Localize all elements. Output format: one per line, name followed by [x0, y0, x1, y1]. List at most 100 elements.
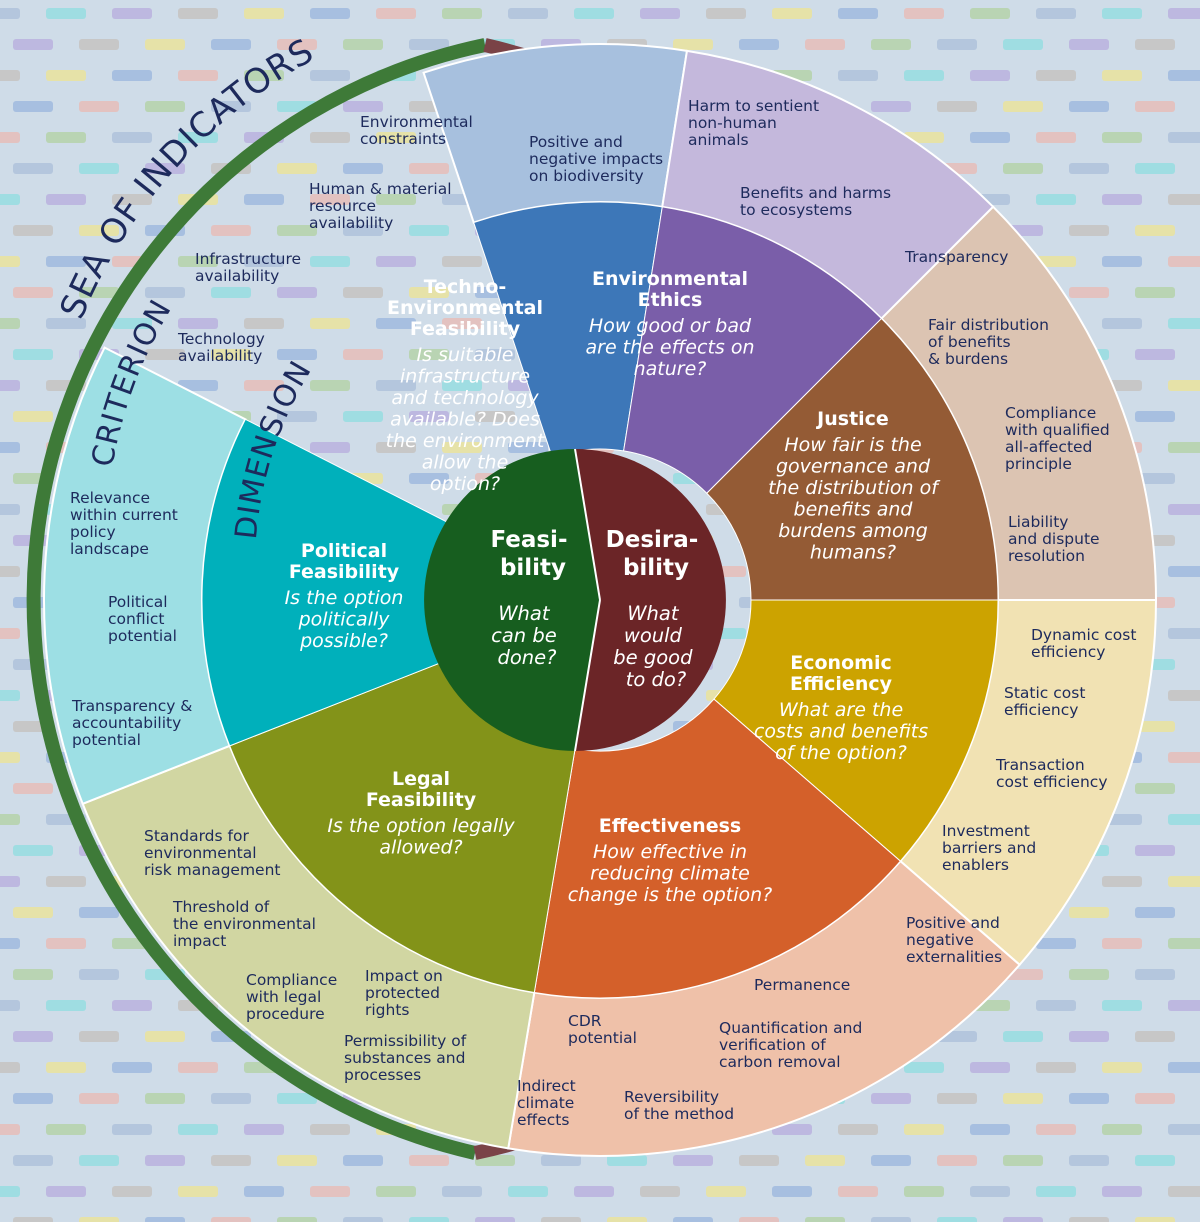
background-dash: [244, 1124, 284, 1135]
background-dash: [178, 70, 218, 81]
background-dash: [1036, 256, 1076, 267]
background-dash: [1168, 70, 1200, 81]
background-dash: [1135, 473, 1175, 484]
background-dash: [310, 442, 350, 453]
background-dash: [310, 380, 350, 391]
background-dash: [310, 70, 350, 81]
background-dash: [607, 1217, 647, 1222]
background-dash: [772, 1124, 812, 1135]
background-dash: [1069, 101, 1109, 112]
background-dash: [211, 1093, 251, 1104]
background-dash: [13, 225, 53, 236]
background-dash: [1003, 1031, 1043, 1042]
background-dash: [1003, 1093, 1043, 1104]
core-texts: Feasi- bility What can be done? Desira- …: [490, 527, 698, 691]
background-dash: [508, 8, 548, 19]
background-dash: [0, 256, 20, 267]
background-dash: [343, 1155, 383, 1166]
background-dash: [0, 194, 20, 205]
background-dash: [376, 256, 416, 267]
background-dash: [46, 1062, 86, 1073]
background-dash: [211, 287, 251, 298]
background-dash: [79, 39, 119, 50]
background-dash: [1069, 225, 1109, 236]
background-dash: [475, 1217, 515, 1222]
background-dash: [871, 1155, 911, 1166]
background-dash: [904, 1062, 944, 1073]
background-dash: [838, 8, 878, 19]
background-dash: [1168, 380, 1200, 391]
desirability-question: What would be good to do?: [613, 602, 698, 691]
background-dash: [1135, 225, 1175, 236]
background-dash: [145, 349, 185, 360]
criterion-label-justice: Transparency: [904, 248, 1008, 266]
background-dash: [541, 1217, 581, 1222]
background-dash: [739, 39, 779, 50]
background-dash: [13, 1155, 53, 1166]
background-dash: [178, 1062, 218, 1073]
background-dash: [112, 1186, 152, 1197]
background-dash: [112, 70, 152, 81]
background-dash: [310, 318, 350, 329]
background-dash: [772, 1186, 812, 1197]
background-dash: [145, 39, 185, 50]
background-dash: [1102, 194, 1142, 205]
background-dash: [1168, 256, 1200, 267]
background-dash: [1135, 349, 1175, 360]
background-dash: [1168, 566, 1200, 577]
background-dash: [13, 163, 53, 174]
background-dash: [1036, 132, 1076, 143]
background-dash: [112, 1124, 152, 1135]
background-dash: [739, 1217, 779, 1222]
background-dash: [145, 1031, 185, 1042]
background-dash: [1102, 8, 1142, 19]
background-dash: [871, 1217, 911, 1222]
background-dash: [970, 1062, 1010, 1073]
background-dash: [46, 938, 86, 949]
background-dash: [145, 1093, 185, 1104]
background-dash: [1168, 876, 1200, 887]
background-dash: [1168, 1124, 1200, 1135]
background-dash: [838, 1186, 878, 1197]
background-dash: [970, 1186, 1010, 1197]
background-dash: [1168, 814, 1200, 825]
background-dash: [904, 1186, 944, 1197]
background-dash: [13, 39, 53, 50]
background-dash: [0, 318, 20, 329]
background-dash: [937, 39, 977, 50]
dimension-title-justice: Justice: [815, 408, 889, 430]
background-dash: [0, 690, 20, 701]
background-dash: [1069, 1093, 1109, 1104]
background-dash: [1069, 969, 1109, 980]
background-dash: [178, 1124, 218, 1135]
background-dash: [1036, 1124, 1076, 1135]
background-dash: [1003, 1155, 1043, 1166]
background-dash: [79, 1155, 119, 1166]
background-dash: [13, 969, 53, 980]
background-dash: [0, 380, 20, 391]
background-dash: [112, 8, 152, 19]
background-dash: [112, 132, 152, 143]
background-dash: [805, 1217, 845, 1222]
background-dash: [1168, 442, 1200, 453]
background-dash: [13, 349, 53, 360]
background-dash: [376, 194, 416, 205]
background-dash: [739, 1155, 779, 1166]
background-dash: [442, 380, 482, 391]
dimension-title-effectiveness: Effectiveness: [599, 815, 741, 837]
background-dash: [970, 8, 1010, 19]
background-dash: [673, 1155, 713, 1166]
background-dash: [1069, 287, 1109, 298]
background-dash: [0, 504, 20, 515]
background-dash: [838, 70, 878, 81]
background-dash: [310, 1186, 350, 1197]
background-dash: [442, 318, 482, 329]
background-dash: [805, 1155, 845, 1166]
